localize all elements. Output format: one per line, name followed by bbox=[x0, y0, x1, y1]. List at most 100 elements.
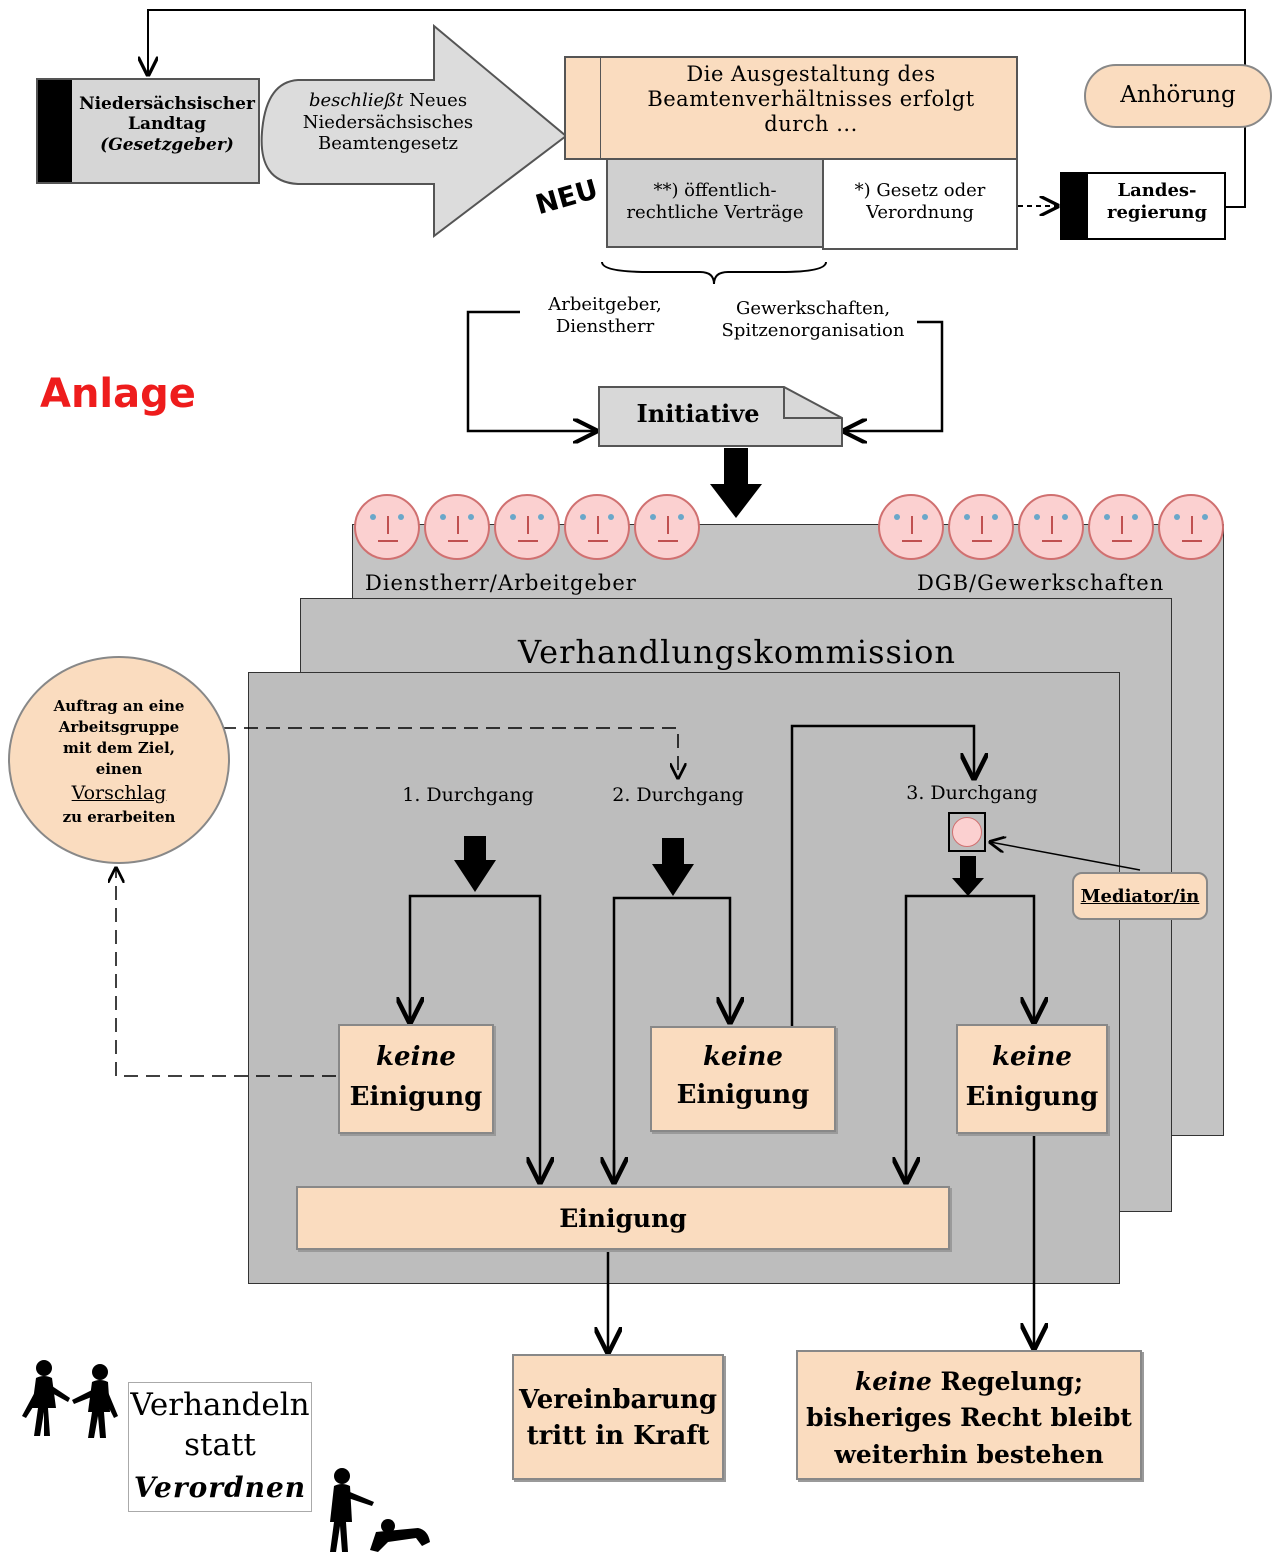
gesetz-box: *) Gesetz oder Verordnung bbox=[822, 158, 1018, 250]
ausgestaltung-line3: durch ... bbox=[764, 112, 858, 137]
commission-title: Verhandlungskommission bbox=[517, 633, 957, 671]
auftrag-line2: Arbeitsgruppe bbox=[58, 718, 180, 736]
einigung-label: Einigung bbox=[559, 1204, 687, 1233]
gesetz-line2: Verordnung bbox=[866, 201, 974, 223]
initiative-label: Initiative bbox=[636, 399, 760, 428]
keine2-to-round3-arrow bbox=[790, 724, 974, 1026]
handshake-figures-icon bbox=[22, 1360, 118, 1438]
ausgestaltung-divider bbox=[600, 58, 601, 158]
keine-regelung-box: keine Regelung; bisheriges Recht bleibt … bbox=[796, 1350, 1142, 1480]
ausgestaltung-line2: Beamtenverhältnisses erfolgt bbox=[647, 87, 975, 112]
vertraege-line1: **) öffentlich- bbox=[653, 180, 777, 201]
motto-line2: statt bbox=[184, 1427, 256, 1463]
gewerkschaften-line1: Gewerkschaften, bbox=[735, 298, 891, 319]
arbeitgeber-line1: Arbeitgeber, bbox=[548, 294, 662, 315]
initiative-down-arrow bbox=[710, 448, 762, 518]
face-icon bbox=[948, 494, 1014, 560]
gewerkschaften-line2: Spitzenorganisation bbox=[721, 319, 905, 341]
einigung-bar: Einigung bbox=[296, 1186, 950, 1250]
keine-einigung-2-einigung: Einigung bbox=[676, 1080, 810, 1110]
landesregierung-line2: regierung bbox=[1106, 201, 1208, 223]
face-icon bbox=[1088, 494, 1154, 560]
vereinbarung-box: Vereinbarung tritt in Kraft bbox=[512, 1354, 724, 1480]
regelung-line3: weiterhin bestehen bbox=[834, 1439, 1104, 1469]
landtag-line3: (Gesetzgeber) bbox=[100, 134, 234, 155]
beschliesst-rest: Neues bbox=[403, 90, 468, 111]
round1-label: 1. Durchgang bbox=[402, 784, 534, 806]
motto-line3: Verordnen bbox=[133, 1471, 307, 1504]
landesregierung-black-tab bbox=[1062, 174, 1088, 238]
initiative-shape bbox=[598, 386, 843, 447]
round1-branch bbox=[408, 894, 540, 1182]
face-icon bbox=[1158, 494, 1224, 560]
round3-label: 3. Durchgang bbox=[906, 782, 1038, 804]
round2-block-arrow bbox=[652, 838, 694, 896]
gewerkschaften-label: Gewerkschaften, Spitzenorganisation bbox=[700, 298, 926, 341]
keine-einigung-3-keine: keine bbox=[992, 1042, 1072, 1072]
landtag-line2: Landtag bbox=[128, 114, 206, 135]
curly-brace bbox=[601, 261, 827, 285]
anhoerung-label: Anhörung bbox=[1120, 82, 1236, 108]
regelung-line2: bisheriges Recht bleibt bbox=[806, 1403, 1132, 1433]
mediator-box: Mediator/in bbox=[1072, 872, 1208, 920]
arbeitgeber-line2: Dienstherr bbox=[555, 315, 655, 337]
keine-einigung-3-box: keine Einigung bbox=[956, 1024, 1108, 1134]
kneeling-figures-icon bbox=[330, 1468, 430, 1552]
regelung-keine: keine bbox=[854, 1367, 932, 1396]
keine-einigung-1-keine: keine bbox=[376, 1042, 456, 1072]
auftrag-line1: Auftrag an eine bbox=[53, 697, 185, 715]
landtag-box: Niedersächsischer Landtag (Gesetzgeber) bbox=[36, 78, 260, 184]
round2-branch bbox=[612, 896, 730, 1182]
anlage-heading: Anlage bbox=[40, 371, 196, 417]
round1-block-arrow bbox=[454, 836, 496, 892]
keine-einigung-1-einigung: Einigung bbox=[349, 1082, 483, 1112]
gesetz-line1: *) Gesetz oder bbox=[854, 180, 986, 201]
face-icon bbox=[878, 494, 944, 560]
round3-branch bbox=[904, 894, 1034, 1182]
beschliesst-verb: beschließt bbox=[308, 90, 404, 111]
mediator-arrow bbox=[990, 842, 1141, 871]
auftrag-to-round2-arrow bbox=[222, 727, 678, 778]
union-faces bbox=[878, 494, 1228, 560]
dienstherr-label: Dienstherr/Arbeitgeber bbox=[365, 571, 637, 595]
keine1-to-auftrag-arrow bbox=[116, 868, 336, 1077]
employer-faces bbox=[354, 494, 704, 560]
auftrag-line6: zu erarbeiten bbox=[62, 807, 176, 826]
motto-box: Verhandeln statt Verordnen bbox=[128, 1382, 312, 1512]
landtag-black-tab bbox=[38, 80, 72, 182]
face-icon bbox=[634, 494, 700, 560]
mediator-face-icon bbox=[952, 817, 982, 847]
auftrag-circle: Auftrag an eine Arbeitsgruppe mit dem Zi… bbox=[8, 656, 230, 864]
auftrag-line5: Vorschlag bbox=[71, 782, 167, 804]
arbeitgeber-to-initiative-arrow bbox=[466, 310, 596, 431]
gewerkschaften-to-initiative-arrow bbox=[844, 320, 944, 431]
keine-einigung-1-box: keine Einigung bbox=[338, 1024, 494, 1134]
vertraege-line2: rechtliche Verträge bbox=[626, 201, 804, 223]
vereinbarung-line1: Vereinbarung bbox=[518, 1385, 718, 1415]
keine-einigung-2-box: keine Einigung bbox=[650, 1026, 836, 1132]
motto-line1: Verhandeln bbox=[130, 1387, 310, 1423]
face-icon bbox=[564, 494, 630, 560]
auftrag-line3: mit dem Ziel, bbox=[63, 739, 175, 757]
face-icon bbox=[494, 494, 560, 560]
vertraege-box: **) öffentlich- rechtliche Verträge bbox=[606, 158, 824, 248]
landtag-line1: Niedersächsischer bbox=[79, 94, 255, 114]
arbeitgeber-label: Arbeitgeber, Dienstherr bbox=[520, 294, 690, 337]
mediator-label: Mediator/in bbox=[1080, 886, 1200, 907]
keine-einigung-2-keine: keine bbox=[703, 1042, 783, 1072]
ausgestaltung-line1: Die Ausgestaltung des bbox=[686, 62, 936, 86]
face-icon bbox=[354, 494, 420, 560]
face-icon bbox=[424, 494, 490, 560]
beschliesst-line2: Niedersächsisches bbox=[302, 111, 474, 133]
landesregierung-line1: Landes- bbox=[1117, 180, 1197, 201]
beschliesst-arrow-shape bbox=[260, 24, 568, 239]
face-icon bbox=[1018, 494, 1084, 560]
regelung-rest: Regelung; bbox=[931, 1367, 1084, 1396]
auftrag-line4: einen bbox=[95, 760, 143, 778]
round3-block-arrow bbox=[952, 856, 984, 896]
vereinbarung-line2: tritt in Kraft bbox=[526, 1421, 710, 1452]
anhoerung-pill: Anhörung bbox=[1084, 64, 1272, 128]
mediator-face-frame bbox=[948, 812, 986, 852]
